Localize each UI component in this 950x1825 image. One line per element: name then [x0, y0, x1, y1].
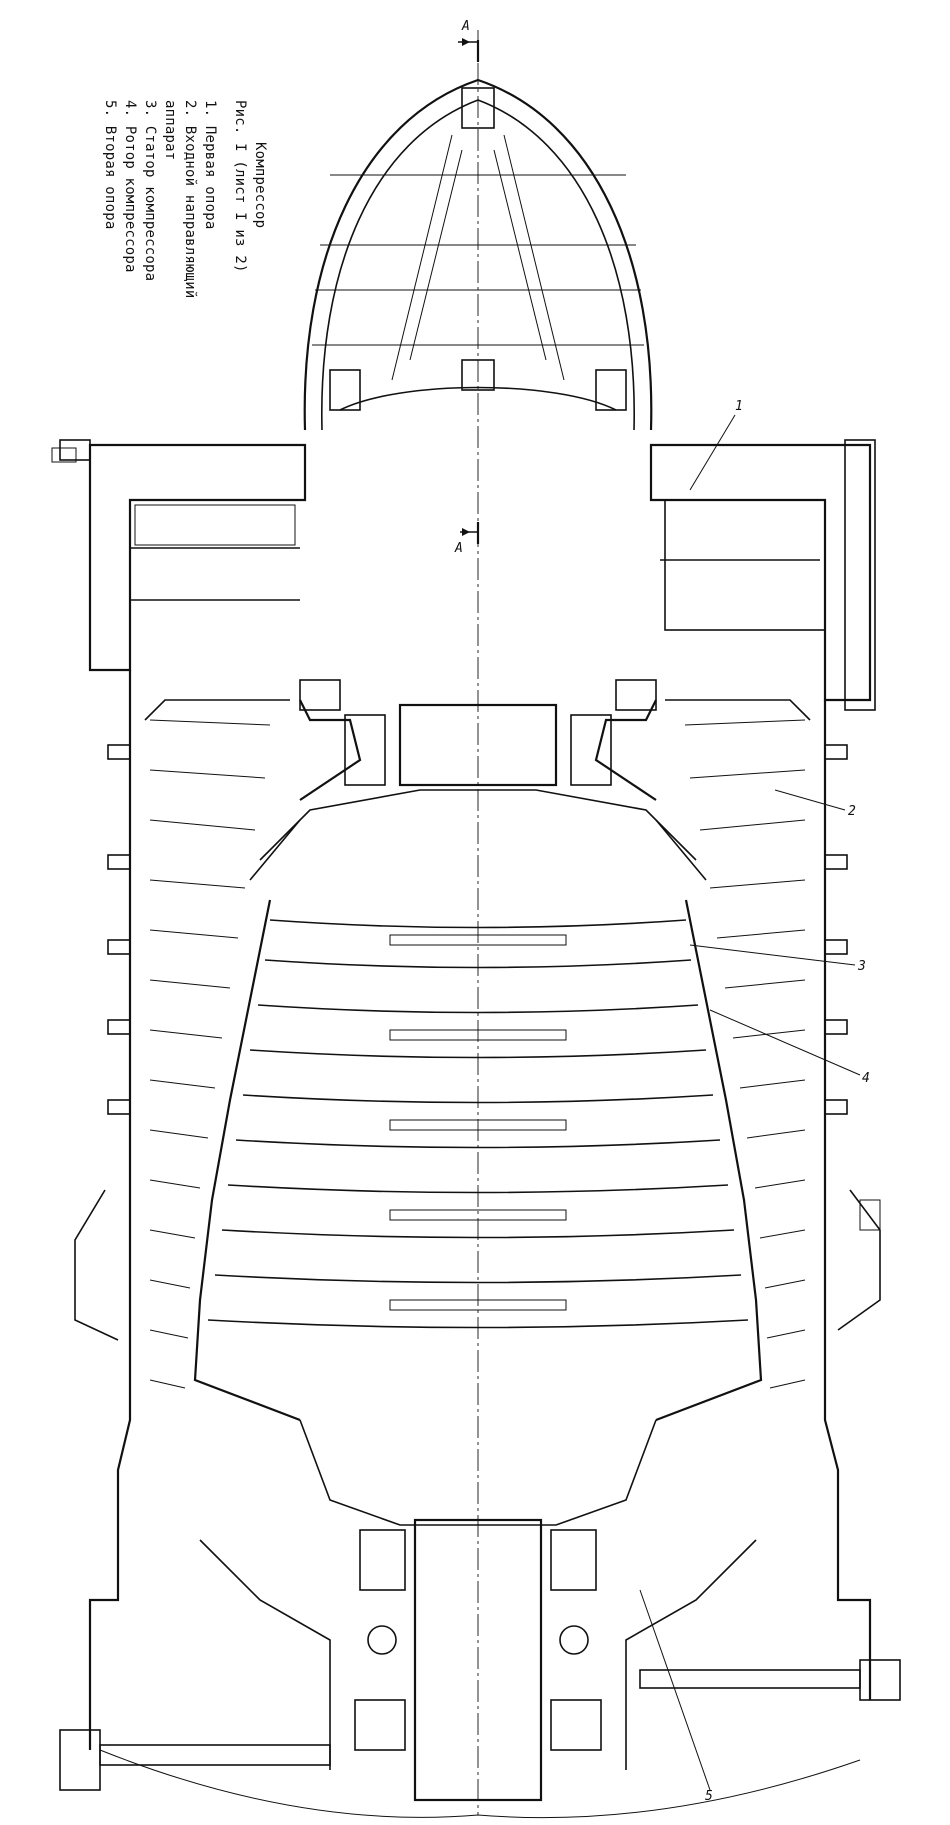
rear-bearing [59, 1518, 901, 1819]
svg-text:5: 5 [705, 1789, 713, 1804]
svg-text:A: A [461, 19, 470, 34]
callout-4: 4 [709, 1009, 870, 1086]
section-mark-mid: A [454, 522, 480, 556]
svg-text:2: 2 [848, 804, 856, 819]
svg-text:3: 3 [857, 959, 866, 974]
svg-text:A: A [454, 541, 463, 556]
front-support [51, 439, 876, 711]
callout-3: 3 [689, 944, 866, 974]
compressor-stator [74, 670, 881, 1750]
front-bearing [249, 679, 707, 881]
svg-text:4: 4 [862, 1071, 870, 1086]
callout-2: 2 [774, 789, 856, 819]
callout-1: 1 [689, 399, 743, 491]
callout-5: 5 [639, 1589, 713, 1804]
nose-cone [303, 78, 653, 431]
svg-text:1: 1 [735, 399, 743, 414]
section-mark-top: A [458, 19, 480, 62]
compressor-rotor [193, 899, 763, 1526]
